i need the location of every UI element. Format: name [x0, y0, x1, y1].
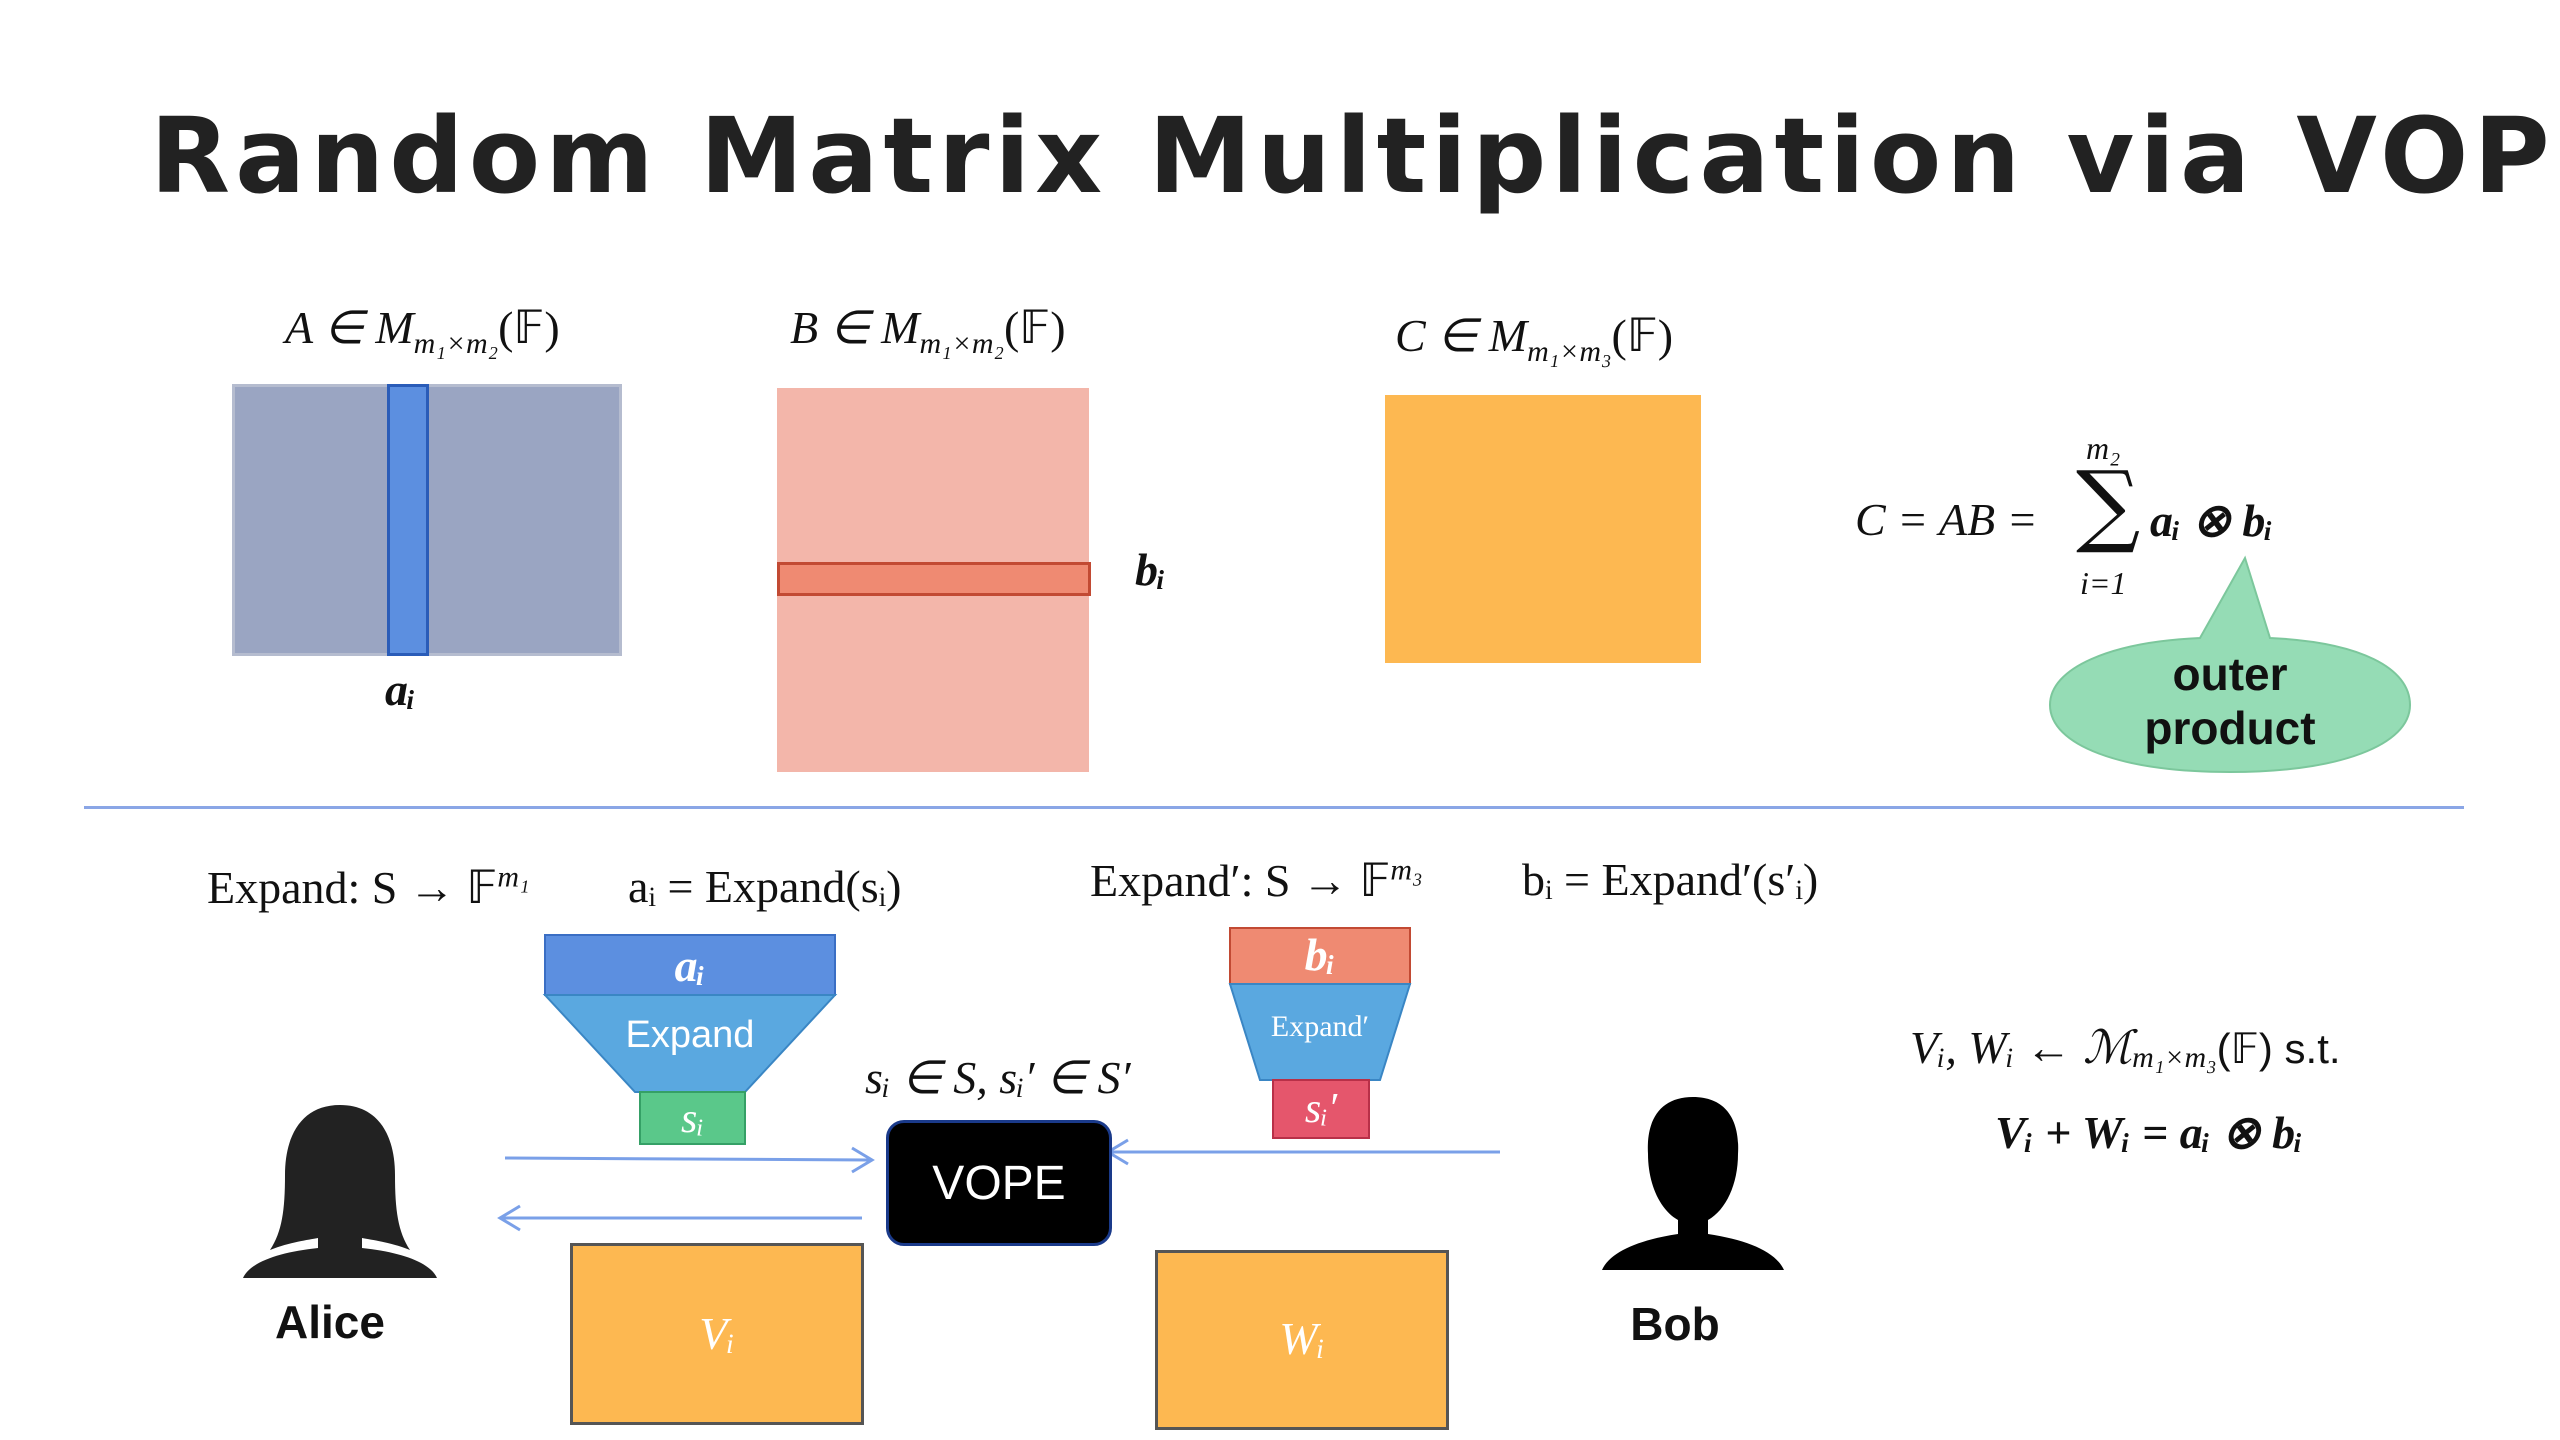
alice-avatar-icon — [243, 1105, 437, 1278]
output-v-label: Vᵢ — [699, 1308, 735, 1359]
condition-line1-main: Vᵢ, Wᵢ ← ℳ — [1910, 1022, 2133, 1073]
condition-line1-sub: m₁×m₃ — [2132, 1041, 2217, 1075]
matrix-c-label-main: C ∈ M — [1395, 310, 1528, 361]
vope-box: VOPE — [886, 1120, 1112, 1246]
matrix-b-label-sub: m₁×m₂ — [919, 327, 1004, 361]
matrix-c — [1385, 395, 1701, 663]
expand-left-eq: aᵢ = Expand(sᵢ) — [628, 861, 902, 912]
formula-sum-sign: ∑ — [2076, 452, 2141, 557]
matrix-a-label-main: A ∈ M — [285, 302, 414, 353]
condition-line2: Vᵢ + Wᵢ = aᵢ ⊗ bᵢ — [1995, 1107, 2303, 1158]
expand-right-eq: bᵢ = Expand′(s′ᵢ) — [1522, 854, 1819, 905]
funnel-right-bottom — [1272, 1079, 1370, 1139]
bob-silhouette — [1602, 1097, 1784, 1270]
funnel-right-middle — [1228, 983, 1412, 1081]
outer-product-line1: outer — [2172, 648, 2288, 700]
funnel-right — [1228, 927, 1412, 1139]
arrow-alice-to-vope-head — [851, 1146, 875, 1174]
expand-right-text: Expand′: S → 𝔽 — [1090, 855, 1391, 906]
matrix-b-label-main: B ∈ M — [790, 302, 920, 353]
formula-sum-top: m₂ — [2086, 430, 2121, 466]
funnel-left-bottom — [639, 1091, 746, 1145]
condition-line1: Vᵢ, Wᵢ ← ℳm₁×m₃(𝔽) s.t. — [1910, 1020, 2341, 1075]
expand-right-label: Expand′: S → 𝔽m₃ — [1090, 853, 1423, 907]
funnel-right-top-label: bᵢ — [1304, 929, 1336, 980]
funnel-left-bottom-label: sᵢ — [681, 1096, 704, 1142]
matrix-b-row-bi — [777, 562, 1091, 596]
bob-name: Bob — [1630, 1298, 1720, 1350]
funnel-right-mid-label: Expand′ — [1270, 1010, 1370, 1043]
outer-product-callout — [2048, 555, 2412, 774]
alice-silhouette — [243, 1105, 437, 1278]
matrix-a-label-field: (𝔽) — [498, 302, 560, 353]
outer-product-text: outer product — [2050, 647, 2410, 755]
funnel-left-top-label: aᵢ — [674, 940, 706, 991]
funnel-left-mid-label: Expand — [625, 1014, 755, 1056]
condition-line1-tail: (𝔽) s.t. — [2216, 1025, 2341, 1072]
matrix-b-label: B ∈ Mm₁×m₂(𝔽) — [790, 300, 1066, 361]
matrix-a-column-label: aᵢ — [385, 664, 416, 715]
expand-left-label: Expand: S → 𝔽m₁ — [207, 860, 529, 914]
output-v-box — [570, 1243, 864, 1425]
formula-sum-bottom: i=1 — [2080, 565, 2127, 601]
callout-shape — [2048, 555, 2412, 774]
matrix-a-label-sub: m₁×m₂ — [413, 327, 499, 361]
outer-product-line2: product — [2144, 702, 2316, 754]
alice-name: Alice — [275, 1296, 385, 1348]
arrow-vope-to-alice-head — [497, 1204, 521, 1232]
output-w-box — [1155, 1250, 1449, 1430]
bob-avatar-icon — [1602, 1097, 1784, 1270]
matrix-c-label-sub: m₁×m₃ — [1527, 335, 1612, 369]
seeds-label: sᵢ ∈ S, sᵢ′ ∈ S′ — [865, 1052, 1131, 1103]
expand-right-sup: m₃ — [1390, 853, 1423, 887]
matrix-c-label-field: (𝔽) — [1611, 310, 1674, 361]
matrix-c-label: C ∈ Mm₁×m₃(𝔽) — [1395, 308, 1673, 369]
section-divider — [84, 806, 2464, 809]
slide-title: Random Matrix Multiplication via VOPE — [150, 95, 2560, 217]
matrix-a-label: A ∈ Mm₁×m₂(𝔽) — [285, 300, 560, 361]
formula-lhs: C = AB = — [1855, 494, 2038, 545]
output-w-label: Wᵢ — [1279, 1313, 1325, 1364]
funnel-right-bottom-label: sᵢ′ — [1304, 1086, 1338, 1132]
expand-left-text: Expand: S → 𝔽 — [207, 862, 498, 913]
formula-rhs: aᵢ ⊗ bᵢ — [2150, 495, 2274, 546]
arrow-alice-to-vope — [504, 1156, 871, 1162]
matrix-b-label-field: (𝔽) — [1003, 302, 1066, 353]
matrix-b-row-label: bᵢ — [1135, 544, 1166, 595]
matrix-a-column-ai — [387, 384, 429, 656]
expand-left-sup: m₁ — [497, 860, 530, 894]
funnel-left — [542, 934, 838, 1145]
